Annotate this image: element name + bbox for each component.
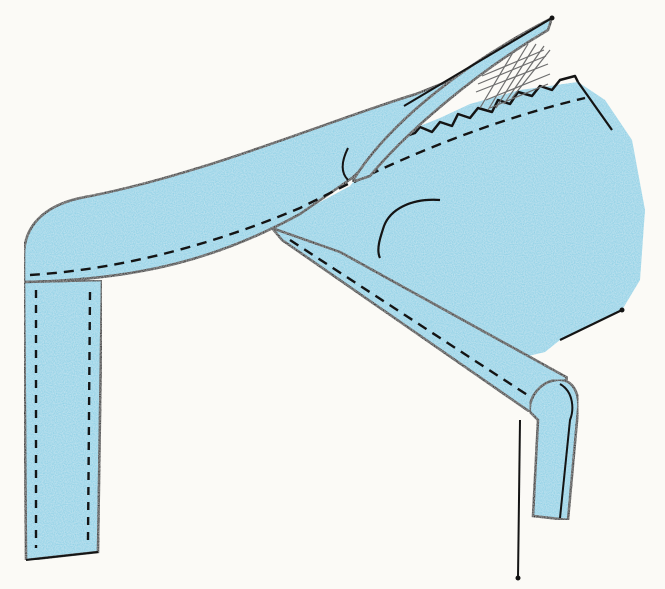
endpoint-dot [516, 576, 521, 581]
endpoint-dot [620, 308, 625, 313]
endpoint-dot [550, 16, 555, 21]
binding-drop-line [518, 420, 520, 578]
